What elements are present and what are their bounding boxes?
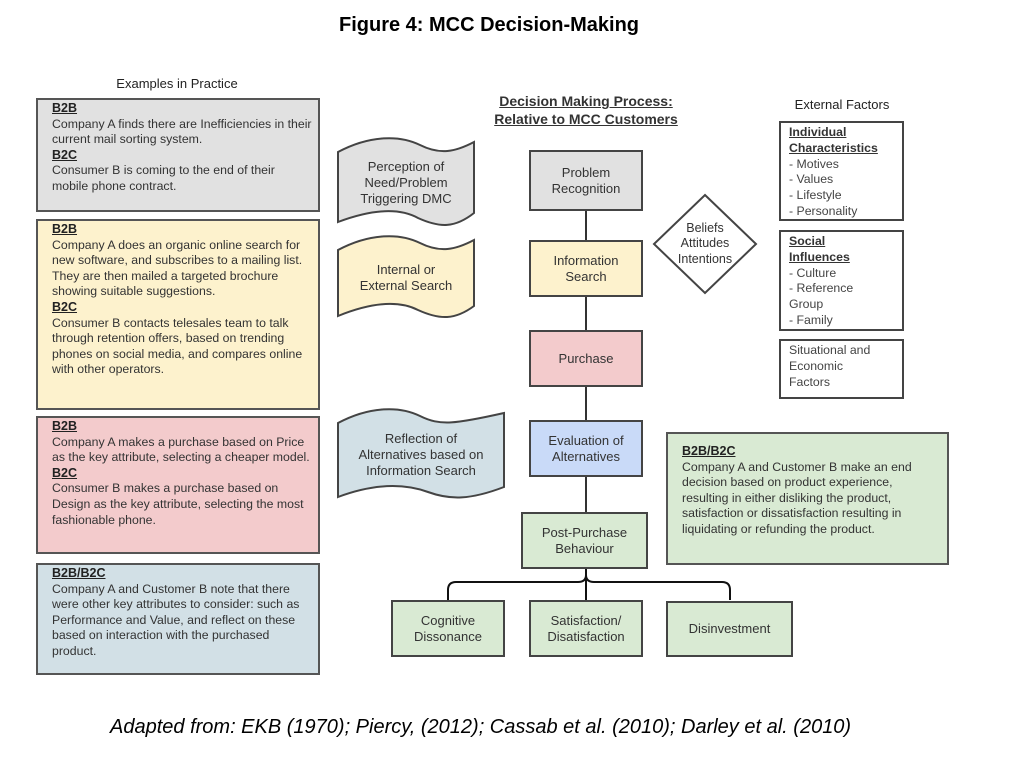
- external-box-social: Social Influences - Culture - Reference …: [779, 230, 904, 331]
- example-label: B2C: [52, 465, 78, 480]
- outcome-note-box: B2B/B2C Company A and Customer B make an…: [666, 432, 949, 565]
- input-internal-external-search: Internal or External Search: [359, 262, 453, 293]
- process-heading: Decision Making Process: Relative to MCC…: [470, 92, 702, 128]
- examples-heading: Examples in Practice: [116, 76, 238, 91]
- outcome-cognitive-dissonance: Cognitive Dissonance: [391, 600, 505, 657]
- external-factors-heading: External Factors: [794, 97, 890, 112]
- process-heading-line1: Decision Making Process:: [499, 93, 673, 109]
- example-text: Company A does an organic online search …: [52, 237, 303, 299]
- external-item: - Motives: [789, 156, 839, 171]
- example-label: B2B: [52, 101, 78, 115]
- example-text: Company A makes a purchase based on Pric…: [52, 434, 310, 465]
- example-text: Consumer B makes a purchase based on Des…: [52, 481, 304, 527]
- external-item: - Culture: [789, 265, 837, 280]
- beliefs-attitudes-intentions: Beliefs Attitudes Intentions: [677, 220, 733, 266]
- outcome-brace: [447, 574, 731, 600]
- input-wave-shape: [337, 408, 505, 499]
- outcome-satisfaction: Satisfaction/ Disatisfaction: [529, 600, 643, 657]
- external-item: - Family: [789, 312, 833, 327]
- input-reflection-alternatives: Reflection of Alternatives based on Info…: [358, 431, 484, 478]
- example-label: B2C: [52, 147, 78, 162]
- external-box-individual: Individual Characteristics - Motives - V…: [779, 121, 904, 221]
- stage-information-search: Information Search: [529, 240, 643, 297]
- source-caption: Adapted from: EKB (1970); Piercy, (2012)…: [110, 716, 852, 738]
- stage-purchase: Purchase: [529, 330, 643, 387]
- example-label: B2C: [52, 299, 78, 314]
- example-box-information-search: B2B Company A does an organic online sea…: [36, 219, 320, 410]
- process-heading-line2: Relative to MCC Customers: [494, 111, 678, 127]
- example-box-problem-recognition: B2B Company A finds there are Inefficien…: [36, 98, 320, 212]
- example-text: Company A finds there are Inefficiencies…: [52, 116, 312, 147]
- example-box-evaluation: B2B/B2C Company A and Customer B note th…: [36, 563, 320, 675]
- input-wave-shape: [337, 235, 475, 318]
- stage-post-purchase-behaviour: Post-Purchase Behaviour: [521, 512, 648, 569]
- external-box-title: Individual Characteristics: [789, 125, 878, 155]
- beliefs-diamond-shape: [652, 193, 758, 295]
- example-box-purchase: B2B Company A makes a purchase based on …: [36, 416, 320, 554]
- figure-title: Figure 4: MCC Decision-Making: [338, 14, 640, 36]
- external-item: - Lifestyle: [789, 188, 842, 203]
- external-item: - Personality: [789, 203, 858, 218]
- external-box-title: Social Influences: [789, 234, 850, 264]
- stage-problem-recognition: Problem Recognition: [529, 150, 643, 211]
- example-label: B2B: [52, 419, 78, 433]
- external-item: - Values: [789, 172, 834, 187]
- outcome-disinvestment: Disinvestment: [666, 601, 793, 657]
- example-label: B2B: [52, 222, 78, 236]
- example-label: B2B/B2C: [52, 566, 106, 580]
- input-wave-shape: [337, 137, 475, 226]
- example-text: Consumer B is coming to the end of their…: [52, 163, 275, 193]
- example-text: Consumer B contacts telesales team to ta…: [52, 315, 303, 377]
- external-item: - Reference Group: [789, 281, 854, 312]
- outcome-note-text: Company A and Customer B make an end dec…: [682, 459, 912, 536]
- outcome-note-label: B2B/B2C: [682, 444, 736, 458]
- example-text: Company A and Customer B note that there…: [52, 581, 300, 658]
- external-item: Situational and Economic Factors: [789, 343, 871, 389]
- input-perception-need: Perception of Need/Problem Triggering DM…: [360, 158, 452, 206]
- external-box-situational: Situational and Economic Factors: [779, 339, 904, 399]
- stage-evaluation-of-alternatives: Evaluation of Alternatives: [529, 420, 643, 477]
